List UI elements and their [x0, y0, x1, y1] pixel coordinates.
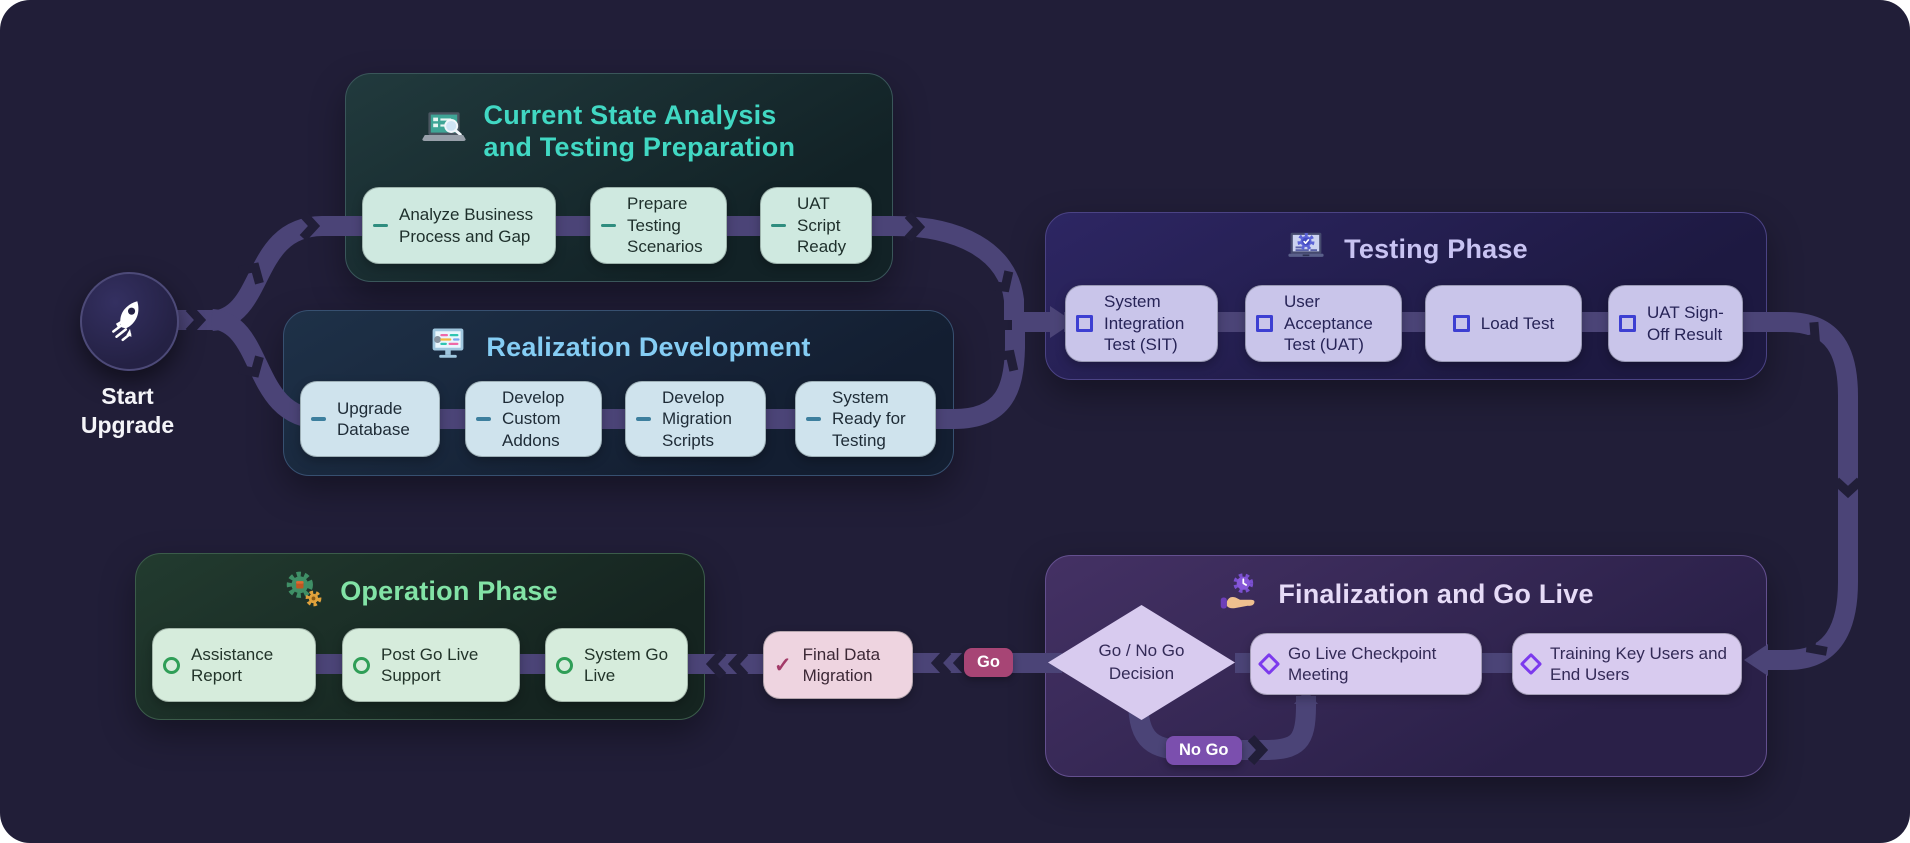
rocket-icon	[105, 294, 155, 349]
step-analyze-business: Analyze Business Process and Gap	[362, 187, 556, 264]
step-post-go-live-support: Post Go Live Support	[342, 628, 520, 702]
circle-icon	[353, 656, 370, 674]
circle-icon	[556, 656, 573, 674]
step-develop-custom-addons: Develop Custom Addons	[465, 381, 602, 457]
step-prepare-testing: Prepare Testing Scenarios	[590, 187, 727, 264]
laptop-search-icon	[420, 108, 468, 155]
diamond-icon	[1519, 652, 1543, 676]
step-assistance-report: Assistance Report	[152, 628, 316, 702]
phase-title: Current State Analysis and Testing Prepa…	[483, 100, 796, 162]
phase-title: Testing Phase	[1344, 233, 1528, 264]
step-develop-migration-scripts: Develop Migration Scripts	[625, 381, 766, 457]
step-uat: User Acceptance Test (UAT)	[1245, 285, 1402, 362]
no-go-badge: No Go	[1166, 736, 1242, 765]
start-label: Start Upgrade	[80, 383, 175, 439]
check-icon: ✓	[774, 653, 792, 677]
square-icon	[1076, 315, 1093, 332]
dash-icon	[373, 223, 388, 228]
step-system-go-live: System Go Live	[545, 628, 688, 702]
monitor-code-icon	[426, 327, 470, 368]
square-icon	[1619, 315, 1636, 332]
phase-title: Realization Development	[486, 331, 811, 362]
step-sit: System Integration Test (SIT)	[1065, 285, 1218, 362]
dash-icon	[806, 417, 821, 421]
circle-icon	[163, 656, 180, 674]
step-system-ready-testing: System Ready for Testing	[795, 381, 936, 457]
dash-icon	[771, 223, 786, 228]
go-badge: Go	[964, 648, 1013, 677]
step-training-users: Training Key Users and End Users	[1512, 633, 1742, 695]
dash-icon	[476, 417, 491, 421]
step-load-test: Load Test	[1425, 285, 1582, 362]
phase-title: Finalization and Go Live	[1278, 578, 1594, 609]
start-node	[80, 272, 179, 371]
step-final-data-migration: ✓ Final Data Migration	[763, 631, 913, 699]
step-uat-signoff: UAT Sign-Off Result	[1608, 285, 1743, 362]
dash-icon	[601, 223, 616, 228]
square-icon	[1256, 315, 1273, 332]
gears-icon	[282, 570, 324, 613]
step-uat-script-ready: UAT Script Ready	[760, 187, 872, 264]
step-go-live-checkpoint: Go Live Checkpoint Meeting	[1250, 633, 1482, 695]
step-upgrade-database: Upgrade Database	[300, 381, 440, 457]
dash-icon	[311, 417, 326, 421]
laptop-gear-check-icon	[1284, 229, 1328, 270]
diamond-icon	[1257, 652, 1281, 676]
hand-gear-icon	[1218, 572, 1262, 617]
square-icon	[1452, 315, 1470, 332]
phase-title: Operation Phase	[340, 575, 558, 606]
dash-icon	[636, 417, 651, 421]
